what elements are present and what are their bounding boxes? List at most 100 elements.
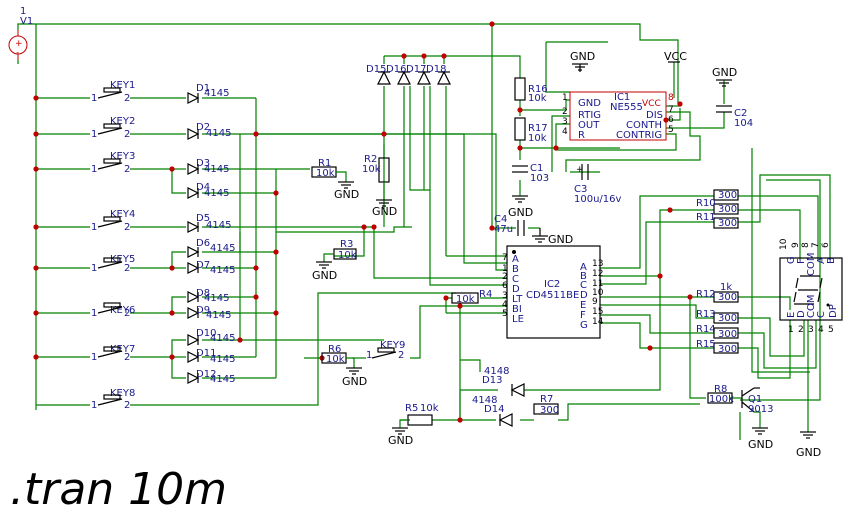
svg-text:300: 300 (718, 313, 737, 324)
svg-text:2: 2 (124, 93, 130, 104)
r9: 300 (713, 189, 739, 201)
svg-text:D5: D5 (196, 213, 210, 224)
gnd-r6: GND (342, 367, 367, 388)
svg-text:D16: D16 (386, 64, 406, 75)
svg-text:R17: R17 (528, 123, 548, 134)
svg-text:300: 300 (718, 204, 737, 215)
svg-text:R12: R12 (696, 289, 716, 300)
svg-text:10k: 10k (326, 354, 345, 365)
svg-text:GND: GND (548, 233, 573, 246)
display-top-sigs: G F COM A B (786, 253, 837, 276)
svg-text:4: 4 (502, 300, 508, 310)
svg-text:13: 13 (592, 259, 603, 269)
svg-text:2: 2 (124, 263, 130, 274)
svg-text:KEY2: KEY2 (110, 116, 135, 127)
svg-text:1: 1 (91, 308, 97, 319)
svg-text:9: 9 (592, 297, 598, 307)
svg-text:4145: 4145 (210, 243, 235, 254)
svg-text:4145: 4145 (210, 354, 235, 365)
svg-text:A: A (512, 254, 519, 265)
svg-text:GND: GND (508, 206, 533, 219)
svg-text:D11: D11 (196, 348, 216, 359)
svg-text:R11: R11 (696, 212, 716, 223)
svg-text:2: 2 (502, 272, 508, 282)
svg-text:IC2: IC2 (544, 279, 560, 290)
svg-text:D15: D15 (366, 64, 386, 75)
svg-text:2: 2 (124, 352, 130, 363)
svg-text:D17: D17 (406, 64, 426, 75)
svg-text:A: A (816, 257, 827, 264)
svg-text:4: 4 (562, 127, 568, 137)
gnd-c2: GND (712, 66, 737, 87)
key6: KEY6 1 2 (91, 302, 135, 319)
svg-text:R4: R4 (479, 289, 492, 300)
svg-text:C3: C3 (574, 184, 587, 195)
svg-text:D2: D2 (196, 122, 210, 133)
svg-text:300: 300 (718, 292, 737, 303)
v1-name: V1 (20, 16, 33, 27)
svg-text:5: 5 (502, 309, 508, 319)
svg-text:300: 300 (540, 405, 559, 416)
seven-segment-display: 10 9 8 7 6 G F COM A B E D COM C DP 1 2 … (779, 238, 843, 335)
svg-text:300: 300 (718, 190, 737, 201)
gnd-r3: GND (312, 261, 337, 282)
svg-text:2: 2 (124, 400, 130, 411)
svg-text:2: 2 (398, 350, 404, 361)
d16: D16 (386, 64, 411, 85)
svg-text:CONTRIG: CONTRIG (616, 130, 662, 141)
svg-text:G: G (786, 256, 797, 264)
svg-text:R10: R10 (696, 198, 716, 209)
key8: KEY8 1 2 (91, 388, 135, 411)
svg-text:6: 6 (668, 115, 674, 125)
svg-text:A: A (580, 262, 587, 273)
svg-text:4145: 4145 (206, 128, 231, 139)
svg-text:300: 300 (718, 218, 737, 229)
svg-text:OUT: OUT (578, 120, 600, 131)
svg-text:R5: R5 (405, 403, 418, 414)
svg-text:15: 15 (592, 307, 603, 317)
svg-text:8: 8 (801, 242, 811, 248)
svg-text:R2: R2 (364, 154, 377, 165)
junctions (33, 21, 693, 423)
svg-text:1: 1 (562, 93, 568, 103)
svg-text:4145: 4145 (206, 220, 231, 231)
svg-text:D13: D13 (482, 375, 502, 386)
svg-text:2: 2 (124, 222, 130, 233)
svg-text:D: D (796, 310, 807, 318)
gnd-q1: GND (748, 427, 773, 451)
svg-text:4148: 4148 (472, 395, 497, 406)
svg-text:D12: D12 (196, 369, 216, 380)
svg-text:103: 103 (530, 173, 549, 184)
svg-text:2: 2 (124, 164, 130, 175)
d18: D18 (426, 64, 451, 85)
vcc-symbol: VCC (664, 50, 687, 63)
svg-text:1: 1 (91, 129, 97, 140)
svg-text:E: E (786, 312, 797, 318)
svg-text:GND: GND (712, 66, 737, 79)
q1-transistor: Q1 9013 (741, 387, 773, 428)
svg-text:R6: R6 (328, 344, 341, 355)
svg-text:100k: 100k (709, 394, 734, 405)
v1-num: 1 (20, 6, 26, 17)
key9: KEY9 1 2 (366, 340, 405, 361)
svg-text:2: 2 (124, 129, 130, 140)
spice-directive: .tran 10m (10, 464, 228, 515)
svg-text:4145: 4145 (204, 293, 229, 304)
